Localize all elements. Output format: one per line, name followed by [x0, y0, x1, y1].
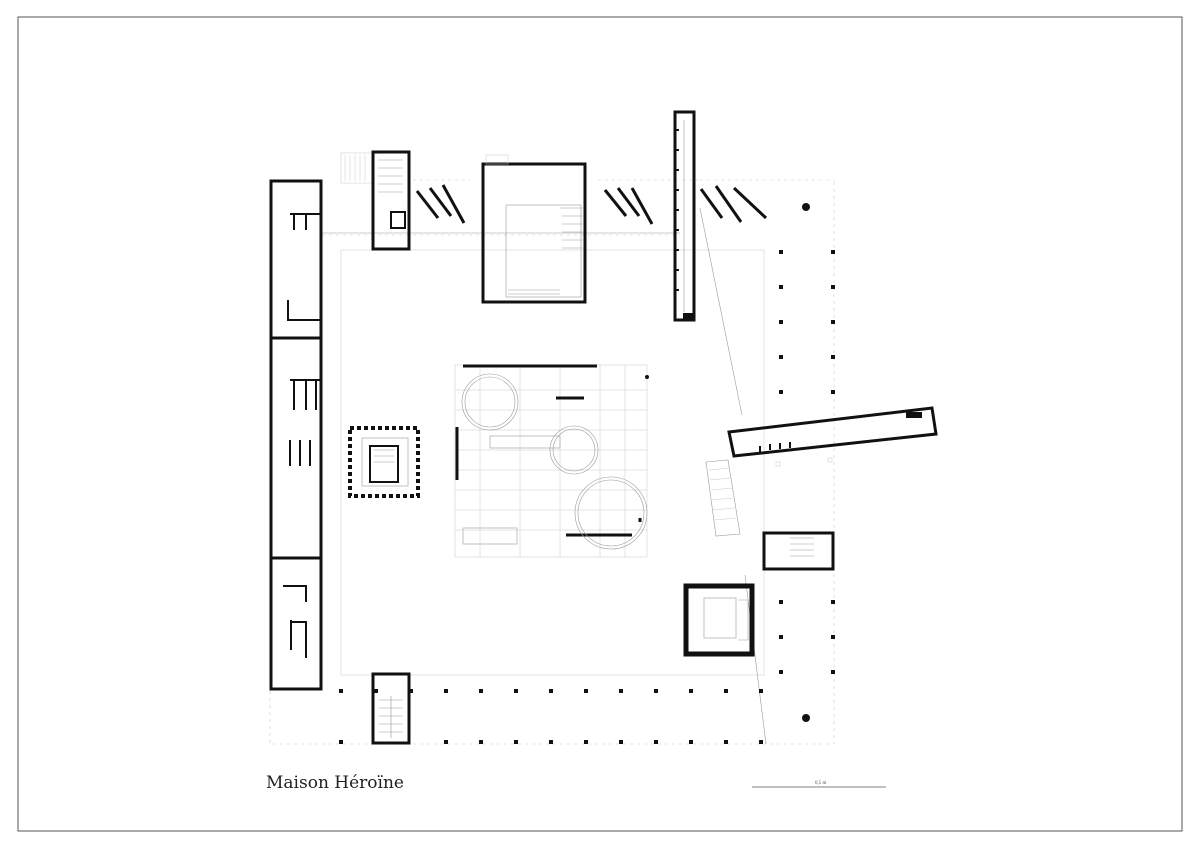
stair-tower-south	[371, 672, 411, 745]
south-column-grid	[339, 689, 763, 744]
east-stair-box	[762, 531, 835, 571]
colonnade-pavilion	[348, 426, 420, 498]
east-column-grid	[779, 203, 835, 722]
stair-tower-north	[340, 150, 411, 251]
diagonal-fins	[415, 184, 768, 225]
scale-bar: 0,5 m	[752, 781, 886, 788]
site-outline	[269, 179, 835, 745]
south-east-room	[683, 583, 755, 657]
drawing-title: Maison Héroïne	[266, 773, 404, 793]
sheet-border	[17, 16, 1183, 832]
courtyard-outline	[340, 249, 765, 676]
north-east-tower	[673, 110, 696, 322]
central-pavilion	[454, 364, 649, 558]
west-wing	[269, 179, 323, 691]
east-angled-wing	[705, 406, 938, 537]
north-pavilion	[481, 154, 587, 304]
scale-bar-label: 0,5 m	[815, 781, 827, 786]
